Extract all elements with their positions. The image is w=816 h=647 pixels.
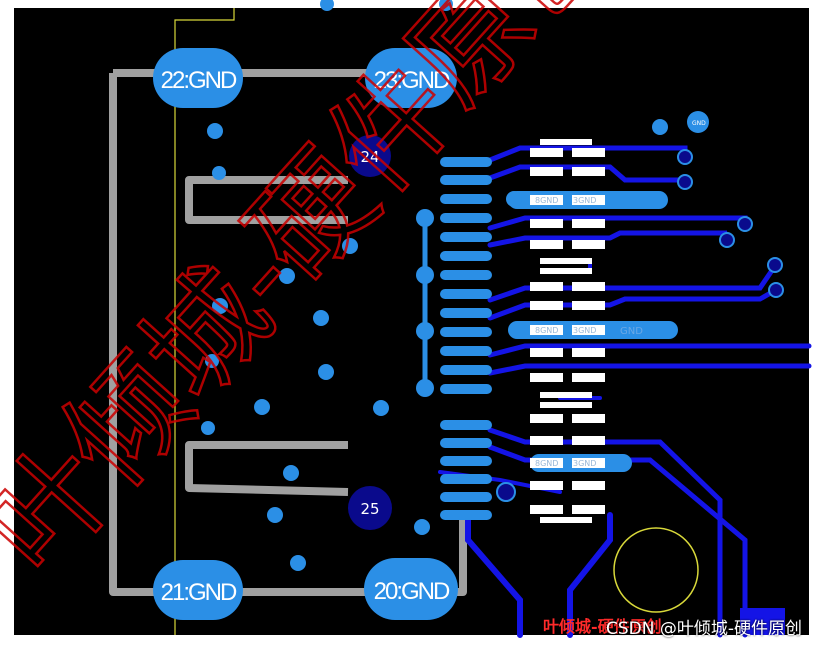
via-gnd-label: GND: [692, 120, 706, 127]
via-label-25: 25: [360, 500, 379, 518]
footer-watermark-red: 叶倾城-硬件原创: [543, 617, 662, 636]
pad-label-23: 23:GND: [374, 67, 450, 94]
pad-label-22: 22:GND: [161, 67, 237, 94]
smd-pads: [530, 139, 605, 523]
small-vias: [201, 0, 709, 571]
large-gnd-pad-22: 22:GND: [153, 48, 243, 108]
silkscreen-circle: [613, 527, 699, 613]
large-gnd-pad-20: 20:GND: [364, 558, 458, 620]
pad-label: GND: [620, 326, 643, 337]
shield-via-24: 24: [349, 135, 391, 177]
large-gnd-pad-23: 23:GND: [365, 48, 457, 108]
pad-label: 3GND: [573, 459, 596, 468]
pad-label: 3GND: [573, 326, 596, 335]
dark-vias: [496, 149, 784, 502]
board-background: [14, 8, 809, 635]
pad-gnd-labels: 8GND 3GND 8GND 3GND GND 8GND 3GND: [535, 196, 643, 468]
pad-label-21: 21:GND: [161, 579, 237, 606]
pad-label: 8GND: [535, 326, 558, 335]
pad-label: 8GND: [535, 196, 558, 205]
via-label-24: 24: [360, 148, 379, 166]
pad-label: 3GND: [573, 196, 596, 205]
corner-pad: [740, 608, 785, 635]
footer-csdn-credit: CSDN @叶倾城-硬件原创: [605, 619, 802, 639]
shield-via-25: 25: [348, 486, 392, 530]
large-gnd-pad-21: 21:GND: [153, 560, 243, 620]
silkscreen-line: [174, 8, 235, 635]
pad-label: 8GND: [535, 459, 558, 468]
connector-pins: [440, 157, 492, 520]
pad-label-20: 20:GND: [374, 578, 450, 605]
